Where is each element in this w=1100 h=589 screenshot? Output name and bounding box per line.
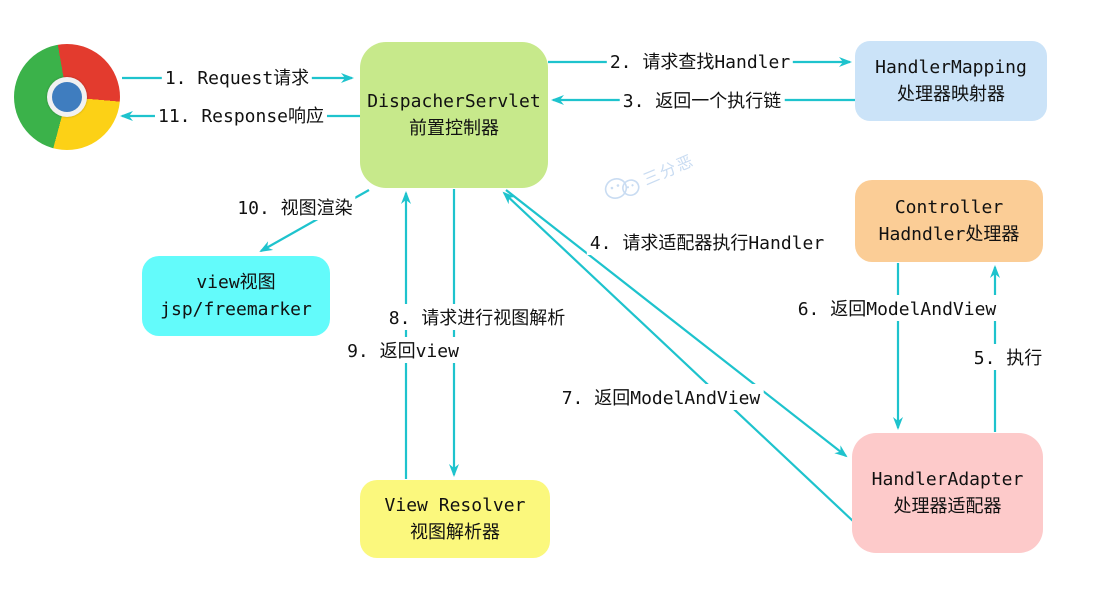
edge-label-4-call-adapter: 4. 请求适配器执行Handler	[586, 229, 828, 255]
edge-label-3-return-chain: 3. 返回一个执行链	[619, 87, 785, 113]
edge-label-5-execute: 5. 执行	[970, 344, 1046, 370]
node-handler-adapter-title: HandlerAdapter	[871, 469, 1024, 490]
node-handler-adapter-subtitle: 处理器适配器	[893, 496, 1002, 517]
node-view-title: view视图	[196, 272, 276, 293]
arrow-4-call-adapter	[505, 189, 848, 458]
node-handler-mapping: HandlerMapping 处理器映射器	[855, 41, 1047, 121]
edge-label-1-request: 1. Request请求	[161, 64, 313, 90]
node-handler-mapping-title: HandlerMapping	[875, 57, 1027, 78]
node-dispatcher-title: DispacherServlet	[367, 91, 541, 112]
edge-label-2-find-handler: 2. 请求查找Handler	[606, 48, 794, 74]
arrow-7-return-mav	[502, 191, 855, 523]
watermark-text: 三分恶	[640, 150, 698, 190]
chrome-browser-icon	[14, 44, 120, 150]
node-handler-adapter: HandlerAdapter 处理器适配器	[852, 433, 1043, 553]
node-view: view视图 jsp/freemarker	[142, 256, 330, 336]
edge-label-8-resolve-view: 8. 请求进行视图解析	[385, 304, 569, 330]
edge-label-7-return-mav: 7. 返回ModelAndView	[558, 384, 764, 410]
watermark: 三分恶	[593, 121, 727, 223]
node-view-resolver: View Resolver 视图解析器	[360, 480, 550, 558]
node-handler-mapping-subtitle: 处理器映射器	[897, 84, 1005, 105]
node-view-resolver-title: View Resolver	[384, 495, 526, 516]
edge-label-10-render-view: 10. 视图渲染	[234, 194, 356, 220]
node-dispatcher-subtitle: 前置控制器	[409, 118, 499, 139]
node-dispatcher-servlet: DispacherServlet 前置控制器	[360, 42, 548, 188]
node-view-subtitle: jsp/freemarker	[160, 299, 312, 320]
chrome-disc	[14, 44, 120, 150]
wechat-icon	[604, 178, 640, 199]
node-view-resolver-subtitle: 视图解析器	[410, 522, 500, 543]
node-controller-title: Controller	[894, 197, 1004, 218]
node-controller-handler: Controller Hadndler处理器	[855, 180, 1043, 262]
edge-label-11-response: 11. Response响应	[154, 102, 328, 128]
edge-label-6-return-mav: 6. 返回ModelAndView	[794, 295, 1000, 321]
node-controller-subtitle: Hadndler处理器	[878, 224, 1020, 245]
chrome-hub	[52, 82, 82, 112]
edge-label-9-return-view: 9. 返回view	[344, 337, 462, 363]
